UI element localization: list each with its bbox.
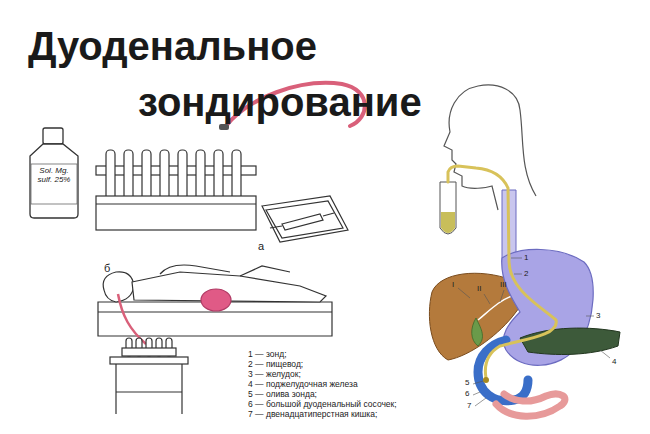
callout-number: 7 bbox=[467, 401, 471, 410]
legend-line: 1 — зонд; bbox=[248, 350, 287, 360]
bottle bbox=[30, 128, 78, 218]
callout-number: 1 bbox=[524, 253, 528, 262]
test-tube bbox=[440, 182, 456, 234]
figure-letter: а bbox=[258, 240, 264, 253]
legend-line: 4 — поджелудочная железа bbox=[248, 380, 358, 390]
tube-rack bbox=[96, 150, 256, 230]
callout-number: II bbox=[477, 284, 481, 293]
duodenal-probe bbox=[448, 166, 556, 378]
callout-number: I bbox=[452, 280, 454, 289]
figure-letter: б bbox=[104, 262, 110, 275]
title: Дуоденальное зондирование bbox=[28, 18, 388, 130]
callout-number: 2 bbox=[524, 269, 528, 278]
legend-line: 6 — большой дуоденальный сосочек; bbox=[248, 400, 397, 410]
legend-line: 2 — пищевод; bbox=[248, 360, 303, 370]
callout-number: 4 bbox=[612, 357, 616, 366]
organs bbox=[429, 190, 620, 416]
callout-number: 5 bbox=[465, 378, 469, 387]
head-outline bbox=[444, 85, 536, 210]
patient bbox=[98, 265, 332, 344]
probe-olive bbox=[483, 377, 489, 383]
callout-number: 6 bbox=[465, 389, 469, 398]
legend-line: 5 — олива зонда; bbox=[248, 390, 317, 400]
bottle-label: Sol. Mg. sulf. 25% bbox=[32, 166, 76, 184]
syringe-tray bbox=[262, 196, 348, 242]
table bbox=[110, 338, 188, 414]
callout-number: III bbox=[500, 280, 507, 289]
legend-line: 3 — желудок; bbox=[248, 370, 301, 380]
callout-number: 3 bbox=[596, 311, 600, 320]
leader-lines bbox=[458, 258, 610, 406]
legend-line: 7 — двенадцатиперстная кишка; bbox=[248, 410, 377, 420]
